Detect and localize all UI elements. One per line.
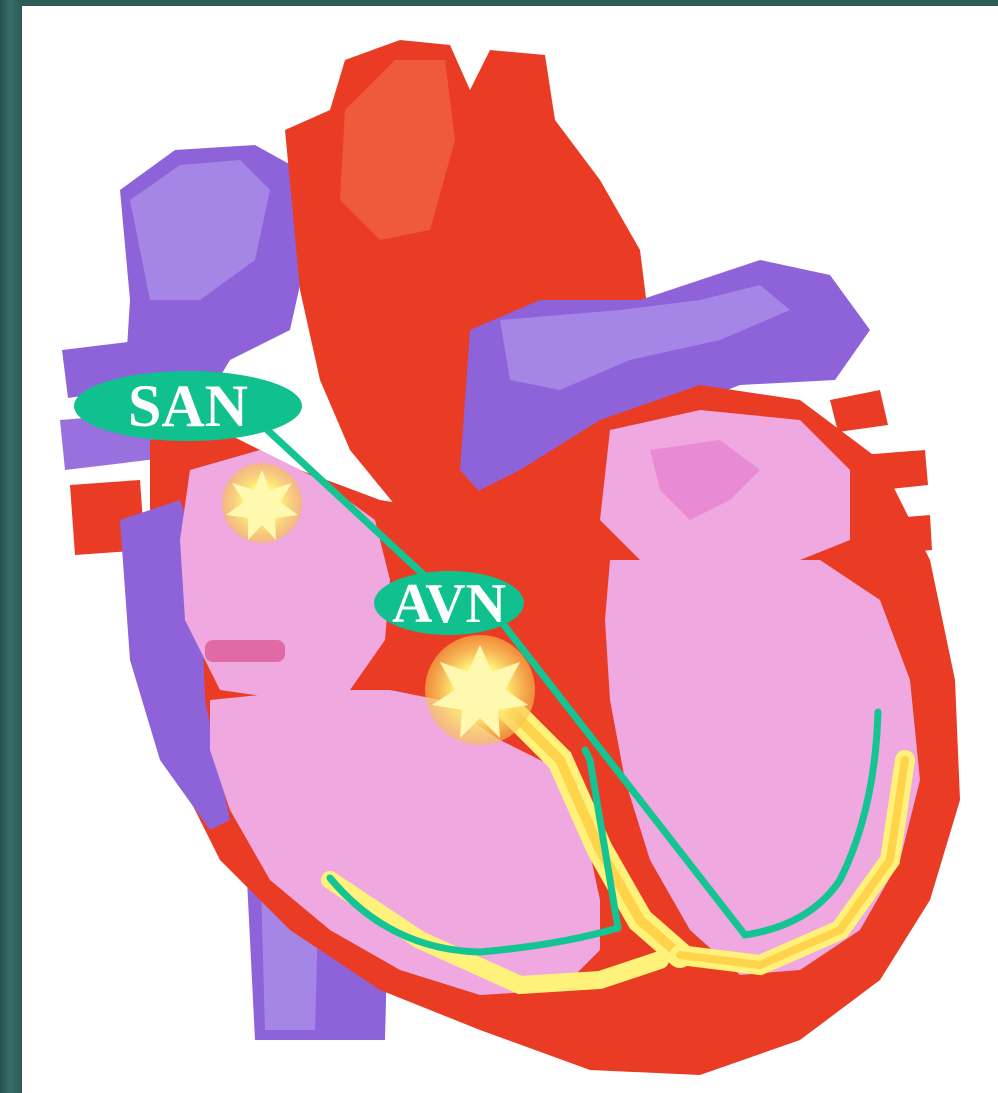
san-label: SAN	[74, 371, 302, 441]
sa-node	[222, 463, 302, 543]
heart-conduction-diagram: SAN AVN	[22, 6, 998, 1093]
valve-marker	[205, 640, 285, 662]
figure-panel: SAN AVN	[22, 6, 998, 1093]
left-atrium	[600, 410, 850, 560]
san-label-text: SAN	[128, 373, 248, 439]
avn-label-text: AVN	[392, 573, 506, 635]
avn-label: AVN	[374, 571, 524, 635]
av-node	[425, 635, 535, 745]
